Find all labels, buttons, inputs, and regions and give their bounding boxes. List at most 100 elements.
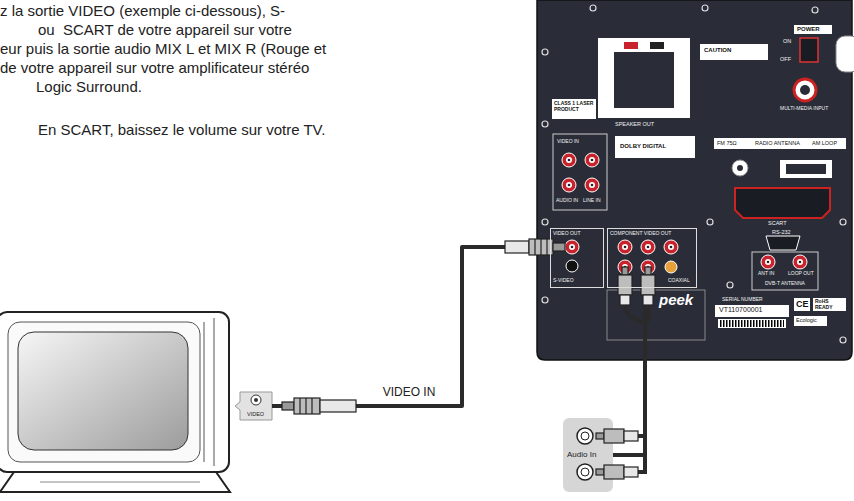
audio-in-jack-ring <box>581 468 589 476</box>
jack-tag <box>235 392 272 420</box>
port-label: AM LOOP <box>812 140 837 146</box>
hole <box>707 219 713 225</box>
s-video-jack <box>566 260 578 272</box>
switch-label: POWER <box>797 26 820 33</box>
port-label: SPEAKER OUT <box>615 121 654 127</box>
ecologic-mark: Ecologic <box>796 317 817 323</box>
tv-stand <box>0 472 230 492</box>
fm-socket <box>732 160 748 176</box>
caution-plate <box>700 44 768 60</box>
hole <box>542 219 548 225</box>
mix-l-jack <box>618 260 632 274</box>
fm-socket-hole <box>737 165 743 171</box>
rca-jack <box>562 153 576 167</box>
component-out-group: COMPONENT VIDEO OUTCOAXIAL <box>607 228 697 288</box>
laser-plate <box>552 99 596 119</box>
component-jack <box>664 240 678 254</box>
audio-in-jack <box>577 464 593 480</box>
tv-stand-line <box>40 482 200 483</box>
plug-tip <box>553 243 565 251</box>
ce-mark: CE <box>796 299 809 309</box>
instruction-text: Logic Surround. <box>36 78 142 95</box>
plug-sleeve <box>620 295 630 305</box>
port-label: ANT IN <box>758 271 774 277</box>
port-label: DVB-T ANTENNA <box>765 281 805 287</box>
plug-body <box>604 429 624 443</box>
coaxial-jack <box>665 261 677 273</box>
instruction-text: de votre appareil sur votre amplificateu… <box>0 59 309 76</box>
port-label: FM 75Ω <box>717 140 737 146</box>
port-label: MULTI-MEDIA INPUT <box>780 106 828 112</box>
plug-tip <box>596 433 604 439</box>
video-cable <box>272 247 550 406</box>
plug-tip <box>622 267 628 275</box>
audio-wire <box>638 436 645 472</box>
hole <box>542 49 548 55</box>
antenna-frame <box>752 252 818 290</box>
plug-sleeve <box>643 295 653 305</box>
ce-plate <box>794 298 810 311</box>
node-label: COMPONENT VIDEO OUT <box>610 231 671 237</box>
tv-video-jack <box>251 395 261 405</box>
rca-jack <box>585 153 599 167</box>
video-plug-tv <box>282 398 356 414</box>
mix-r-jack <box>641 260 655 274</box>
video-out-jack <box>565 240 579 254</box>
node-label: VIDEO OUT <box>553 231 581 237</box>
component-jack <box>641 240 655 254</box>
hole <box>542 121 548 127</box>
caution-label: CAUTION <box>704 47 731 54</box>
tv-bezel <box>8 322 200 462</box>
multimedia-socket <box>794 79 816 101</box>
hole <box>727 282 733 288</box>
plug-body <box>641 275 655 295</box>
dolby-logo: DOLBY DIGITAL <box>620 143 666 150</box>
multimedia-socket-hole <box>800 85 810 95</box>
hole <box>590 5 596 11</box>
panel-holes <box>542 5 846 343</box>
ecologic-plate <box>794 316 827 326</box>
plug-tip <box>282 402 294 410</box>
hole <box>812 7 818 13</box>
switch-position: OFF <box>780 56 791 62</box>
hole <box>542 297 548 303</box>
speaker-out-plate <box>598 38 690 118</box>
port-label: AUDIO IN <box>556 198 578 204</box>
barcode <box>720 320 784 327</box>
plug-ribs <box>535 239 547 255</box>
port-label: VIDEO IN <box>557 139 579 145</box>
port-label: SCART <box>768 220 787 226</box>
info-plate <box>607 290 705 340</box>
video-out-group: VIDEO OUTS-VIDEO <box>550 228 604 288</box>
tv-side <box>204 318 214 466</box>
port-label: LOOP OUT <box>788 271 814 277</box>
port-label: RADIO ANTENNA <box>755 140 800 146</box>
barcode-ground <box>718 319 786 328</box>
plug-sleeve <box>505 241 529 253</box>
instruction-text: ou SCART de votre appareil sur votre <box>38 21 292 38</box>
power-switch <box>800 38 818 62</box>
ant-in-jack <box>761 255 775 269</box>
laser-class-label: CLASS 1 LASER PRODUCT <box>554 101 596 113</box>
loop-out-jack <box>793 255 807 269</box>
dolby-plate <box>615 136 695 158</box>
tv-video-jack-pin <box>254 398 258 402</box>
video-plug-panel <box>505 239 565 255</box>
serial-number: VT110700001 <box>719 306 762 314</box>
antenna-plate <box>714 138 846 149</box>
brand-logo: peek <box>659 291 693 308</box>
instruction-text: z la sortie VIDEO (exemple ci-dessous), … <box>0 2 285 19</box>
instruction-text: eur puis la sortie audio MIX L et MIX R … <box>0 40 326 57</box>
audio-in-jack <box>577 428 593 444</box>
serial-heading: SERIAL NUMBER <box>722 297 763 303</box>
speaker-out-socket <box>614 52 674 108</box>
audio-in-jack-ring <box>581 432 589 440</box>
rohs-mark: RoHS READY <box>815 299 847 311</box>
rca-jack <box>585 178 599 192</box>
tv-body <box>0 312 229 472</box>
rohs-plate <box>813 298 846 311</box>
plug-tip <box>596 469 604 475</box>
video-jack-tag: VIDEO <box>240 392 272 420</box>
device-panel <box>537 0 852 360</box>
power-plate <box>794 25 832 34</box>
